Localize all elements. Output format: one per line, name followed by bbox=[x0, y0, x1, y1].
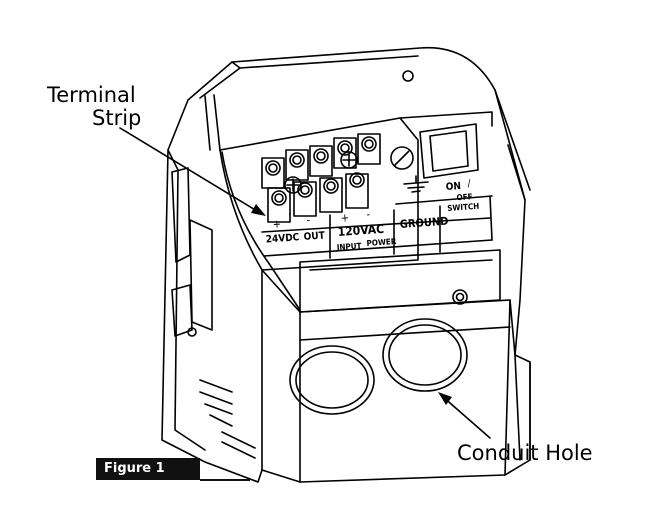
dc-minus-label: - bbox=[306, 213, 311, 226]
conduit-hole-arrowhead bbox=[438, 392, 452, 405]
slash-label: / bbox=[467, 178, 472, 189]
terminal-strip-callout-line2: Strip bbox=[92, 106, 142, 130]
conduit-hole-left bbox=[289, 345, 375, 415]
figure-badge: Figure 1 bbox=[96, 458, 200, 480]
conduit-hole-callout: Conduit Hole bbox=[457, 441, 593, 465]
terminal-strip-leader bbox=[119, 127, 263, 215]
dc-plus-label: + bbox=[272, 217, 281, 231]
terminal-block bbox=[261, 157, 285, 189]
ac-input-label: + - 120VAC INPUT POWER bbox=[336, 208, 397, 252]
terminal-panel bbox=[219, 117, 419, 271]
enclosure-left-side bbox=[161, 99, 263, 483]
dc-voltage-label: 24VDC bbox=[265, 232, 300, 245]
ac-voltage-label: 120VAC bbox=[337, 222, 384, 239]
on-label: ON bbox=[445, 181, 461, 193]
dc-output-label: + - 24VDC OUT bbox=[265, 213, 326, 245]
ac-minus-label: - bbox=[366, 208, 371, 221]
off-label: OFF bbox=[456, 192, 473, 202]
figure-rule bbox=[200, 479, 250, 481]
terminal-strip-arrowhead bbox=[251, 204, 266, 216]
enclosure-top-outline bbox=[187, 46, 531, 191]
dc-out-label: OUT bbox=[303, 230, 326, 243]
ground-text: GROUND bbox=[399, 215, 448, 231]
enclosure-right-side bbox=[494, 89, 526, 356]
terminal-strip-callout-line1: Terminal bbox=[47, 83, 136, 107]
ac-input-text: INPUT bbox=[336, 241, 361, 252]
on-off-switch bbox=[419, 123, 479, 179]
ac-power-text: POWER bbox=[366, 237, 397, 248]
ground-screw bbox=[390, 146, 414, 170]
ground-label: GROUND bbox=[399, 215, 448, 231]
switch-text: SWITCH bbox=[447, 202, 480, 213]
ac-plus-label: + bbox=[340, 211, 349, 225]
enclosure-front-edge bbox=[219, 149, 263, 471]
switch-label: ON / OFF SWITCH bbox=[445, 178, 479, 213]
conduit-hole-right bbox=[382, 318, 468, 392]
conduit-hole-leader bbox=[441, 395, 491, 439]
